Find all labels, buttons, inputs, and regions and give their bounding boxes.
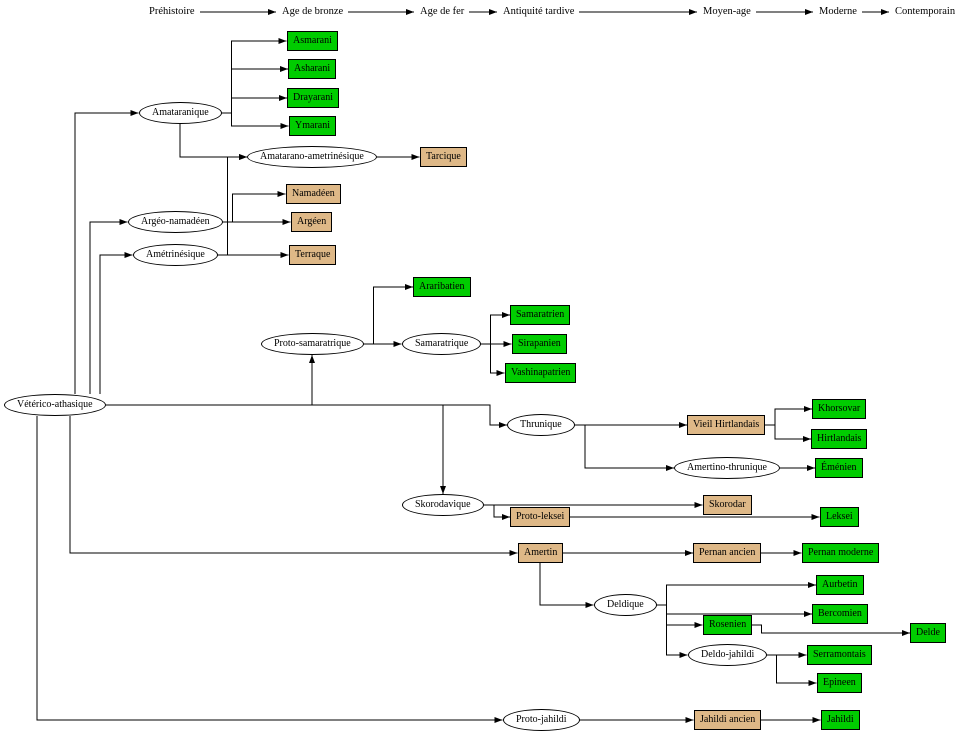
- node-samaratrique: Samaratrique: [402, 333, 482, 355]
- edge-amataranique-to-ymarani: [221, 112, 289, 129]
- node-asmarani: Asmarani: [287, 31, 338, 51]
- node-vashinapatrien: Vashinapatrien: [505, 363, 577, 383]
- edge-samaratrique-to-vashinapatrien: [480, 343, 505, 376]
- node-skorodavique: Skorodavique: [402, 494, 484, 516]
- edge-deldique-to-aurbetin: [656, 582, 816, 606]
- edge-vieil-hirtlandais-to-khorsovar: [765, 406, 812, 426]
- edge-amataranique-to-drayarani: [221, 95, 287, 114]
- edge-veterico-athasique-to-proto-jahildi: [36, 416, 503, 723]
- node-ametrinesique: Amétrinésique: [133, 244, 218, 266]
- node-pernan-ancien: Pernan ancien: [693, 543, 762, 563]
- node-serramontais: Serramontais: [807, 645, 872, 665]
- node-deldo-jahildi: Deldo-jahildi: [688, 644, 768, 666]
- node-epineen: Epineen: [817, 673, 862, 693]
- edge-veterico-athasique-to-proto-samaratrique: [106, 355, 315, 406]
- node-rosenien: Rosenien: [703, 615, 753, 635]
- node-vieil-hirtlandais: Vieil Hirtlandais: [687, 415, 766, 435]
- edge-deldique-to-rosenien: [656, 604, 703, 628]
- node-proto-samaratrique: Proto-samaratrique: [261, 333, 364, 355]
- node-terraque: Terraque: [289, 245, 337, 265]
- node-deldique: Deldique: [594, 594, 657, 616]
- node-argeo-namadeen: Argéo-namadéen: [128, 211, 223, 233]
- node-jahildi: Jahildi: [821, 710, 860, 730]
- edge-rosenien-to-delde: [751, 624, 910, 636]
- edge-amertin-to-deldique: [539, 563, 594, 608]
- node-delde: Delde: [910, 623, 946, 643]
- node-drayarani: Drayarani: [287, 88, 339, 108]
- edge-deldique-to-bercomien: [656, 604, 812, 617]
- node-emenien: Éménien: [815, 458, 863, 478]
- timeline-era-6: Moderne: [819, 6, 857, 17]
- timeline-era-5: Moyen-age: [703, 6, 751, 17]
- node-aurbetin: Aurbetin: [816, 575, 864, 595]
- edge-amataranique-to-amatarano-ametrinesique: [179, 124, 247, 160]
- edge-deldo-jahildi-to-epineen: [766, 654, 817, 686]
- node-khorsovar: Khorsovar: [812, 399, 867, 419]
- edge-veterico-athasique-to-thrunique: [106, 404, 507, 428]
- timeline-era-1: Préhistoire: [149, 6, 195, 17]
- node-samaratrien: Samaratrien: [510, 305, 571, 325]
- node-pernan-moderne: Pernan moderne: [802, 543, 880, 563]
- edge-samaratrique-to-samaratrien: [480, 312, 510, 345]
- edge-deldique-to-deldo-jahildi: [656, 604, 688, 658]
- node-asharani: Asharani: [288, 59, 337, 79]
- node-namadeen: Namadéen: [286, 184, 341, 204]
- timeline-era-3: Age de fer: [420, 6, 465, 17]
- edge-veterico-athasique-to-ametrinesique: [99, 252, 133, 394]
- node-sirapanien: Sirapanien: [512, 334, 567, 354]
- timeline-era-2: Age de bronze: [282, 6, 344, 17]
- node-bercomien: Bercomien: [812, 604, 868, 624]
- edge-argeo-namadeen-to-namadeen: [222, 191, 286, 223]
- node-proto-leksei: Proto-leksei: [510, 507, 571, 527]
- edge-veterico-athasique-to-amertin: [69, 416, 518, 556]
- node-tarcique: Tarcique: [420, 147, 467, 167]
- node-jahildi-ancien: Jahildi ancien: [694, 710, 762, 730]
- edge-veterico-athasique-to-amataranique: [74, 110, 139, 394]
- node-skorodar: Skorodar: [703, 495, 752, 515]
- node-thrunique: Thrunique: [507, 414, 575, 436]
- edge-veterico-athasique-to-argeo-namadeen: [89, 219, 128, 394]
- node-araribatien: Araribatien: [413, 277, 471, 297]
- edge-thrunique-to-amertino-thrunique: [575, 424, 674, 471]
- node-leksei: Leksei: [820, 507, 859, 527]
- edge-skorodavique-to-proto-leksei: [484, 504, 510, 520]
- edge-proto-samaratrique-to-araribatien: [363, 284, 413, 345]
- edge-vieil-hirtlandais-to-hirtlandais: [765, 424, 811, 442]
- timeline-era-7: Contemporain: [895, 6, 956, 17]
- node-proto-jahildi: Proto-jahildi: [503, 709, 580, 731]
- node-ymarani: Ymarani: [289, 116, 336, 136]
- node-amertino-thrunique: Amertino-thrunique: [674, 457, 780, 479]
- timeline-era-4: Antiquité tardive: [503, 6, 575, 17]
- node-hirtlandais: Hirtlandais: [811, 429, 868, 449]
- node-argeen: Argéen: [291, 212, 333, 232]
- node-amatarano-ametrinesique: Amatarano-ametrinésique: [247, 146, 377, 168]
- node-veterico-athasique: Vétérico-athasique: [4, 394, 106, 416]
- node-amertin: Amertin: [518, 543, 564, 563]
- edge-veterico-athasique-to-skorodavique: [106, 404, 446, 494]
- node-amataranique: Amataranique: [139, 102, 222, 124]
